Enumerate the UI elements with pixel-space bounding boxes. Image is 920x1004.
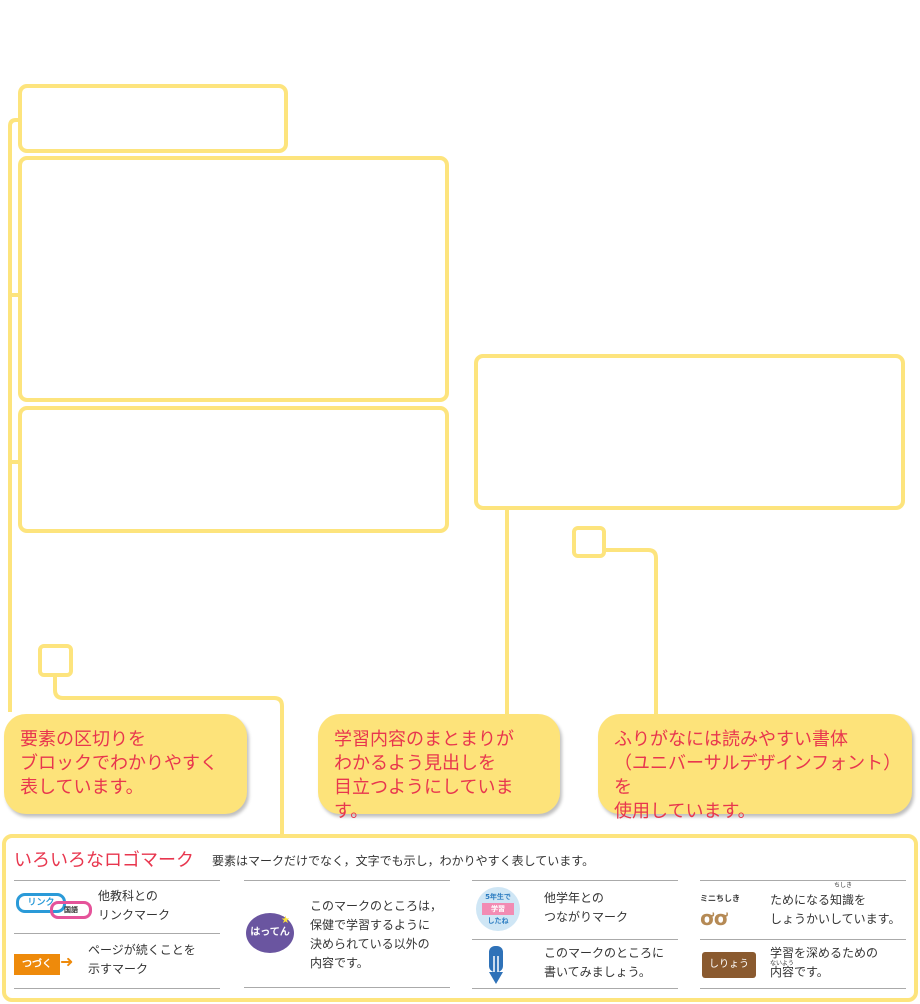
- legend-text: 内容です。: [310, 956, 369, 970]
- callout-line: 要素の区切りを: [20, 729, 146, 750]
- legend-text: 内容です。: [770, 965, 829, 979]
- callout-line: 学習内容のまとまりが: [334, 729, 514, 750]
- legend-item-pencil: このマークのところに 書いてみましょう。: [472, 939, 678, 989]
- block-box-lower: [18, 406, 449, 533]
- legend-column: はってん★ このマークのところは， 保健で学習するように 決められている以外の …: [244, 880, 450, 988]
- mini-chishiki-icon: ミニちしき ơơ: [700, 894, 740, 930]
- callout-line: 目立つようにしています。: [334, 777, 514, 822]
- callout-line: ふりがなには読みやすい書体: [614, 729, 848, 750]
- legend-item-shiryo: しりょう ないよう 学習を深めるための 内容です。: [700, 939, 906, 989]
- legend-text: 保健で学習するように: [310, 918, 431, 932]
- callout-line: 使用しています。: [614, 801, 756, 822]
- legend-column: ミニちしき ơơ ちしき ためになる知識を しょうかいしています。 しりょう な…: [700, 880, 906, 989]
- link-mark-icon: リンク 国語: [16, 893, 96, 919]
- legend-text: 書いてみましょう。: [544, 965, 651, 979]
- legend-text: このマークのところに: [544, 946, 665, 960]
- callout-font: ふりがなには読みやすい書体 （ユニバーサルデザインフォント）を 使用しています。: [598, 709, 912, 822]
- ruby: ちしき: [834, 882, 853, 889]
- callout-blocks: 要素の区切りを ブロックでわかりやすく 表しています。: [4, 709, 247, 819]
- continue-arrow-icon: つづく➜: [14, 952, 73, 975]
- callout-line: わかるよう見出しを: [334, 753, 496, 774]
- legend-text: 学習を深めるための: [770, 946, 879, 960]
- legend-column: 5年生で 学習 したね 他学年との つながりマーク このマークのところに 書いて…: [472, 880, 678, 989]
- legend-text: しょうかいしています。: [770, 912, 901, 926]
- grade-link-icon: 5年生で 学習 したね: [476, 887, 520, 931]
- legend-text: リンクマーク: [98, 908, 171, 922]
- legend-item-link: リンク 国語 他教科との リンクマーク: [14, 880, 220, 933]
- hatten-icon: はってん★: [246, 913, 294, 953]
- block-box-small: [18, 84, 288, 153]
- marker-square-right: [572, 526, 606, 558]
- callout-line: ブロックでわかりやすく: [20, 753, 218, 774]
- legend-item-continue: つづく➜ ページが続くことを 示すマーク: [14, 933, 220, 989]
- legend-item-mini-chishiki: ミニちしき ơơ ちしき ためになる知識を しょうかいしています。: [700, 880, 906, 939]
- callout-line: 表しています。: [20, 777, 144, 798]
- legend-text: つながりマーク: [544, 910, 629, 924]
- legend-title: いろいろなロゴマーク: [14, 850, 194, 871]
- legend-text: ためになる知識を: [770, 893, 867, 907]
- legend-text: 決められている以外の: [310, 937, 430, 951]
- legend-column: リンク 国語 他教科との リンクマーク つづく➜ ページが続くことを 示すマーク: [14, 880, 220, 989]
- legend-text: 他教科との: [98, 889, 158, 903]
- legend-item-hatten: はってん★ このマークのところは， 保健で学習するように 決められている以外の …: [244, 880, 450, 988]
- legend-subtitle: 要素はマークだけでなく，文字でも示し，わかりやすく表しています。: [212, 854, 595, 868]
- ruby: ないよう: [770, 960, 794, 967]
- legend-text: ページが続くことを: [88, 943, 196, 957]
- marker-square-left: [38, 644, 73, 677]
- legend-text: 他学年との: [544, 891, 604, 905]
- logo-mark-legend: いろいろなロゴマーク 要素はマークだけでなく，文字でも示し，わかりやすく表してい…: [2, 834, 918, 1002]
- pencil-icon: [489, 946, 503, 984]
- shiryo-icon: しりょう: [702, 952, 756, 978]
- callout-line: （ユニバーサルデザインフォント）を: [614, 753, 893, 798]
- legend-item-grade-link: 5年生で 学習 したね 他学年との つながりマーク: [472, 880, 678, 939]
- legend-text: このマークのところは，: [310, 899, 443, 913]
- block-box-main: [18, 156, 449, 402]
- callout-headings: 学習内容のまとまりが わかるよう見出しを 目立つようにしています。: [318, 709, 560, 822]
- heading-box: [474, 354, 905, 510]
- legend-text: 示すマーク: [88, 962, 149, 976]
